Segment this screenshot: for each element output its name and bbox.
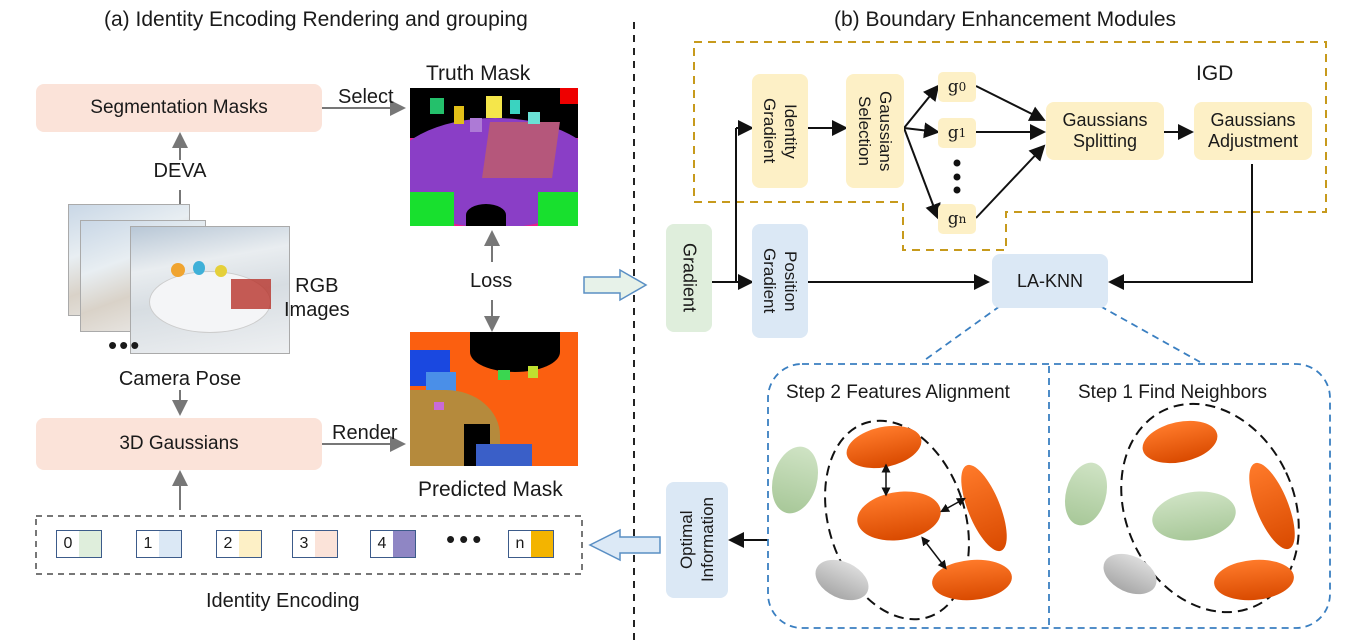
- rgb-image-stack: •••: [68, 204, 290, 360]
- left-panel-title: (a) Identity Encoding Rendering and grou…: [104, 8, 528, 31]
- encoding-cell-number: 2: [216, 530, 240, 558]
- gaussians-splitting-label: Gaussians Splitting: [1062, 110, 1148, 151]
- deva-label: DEVA: [153, 160, 207, 182]
- identity-encoding-row: 0 1 2 3 4 ••• n: [56, 524, 576, 560]
- encoding-cell-color: [239, 530, 262, 558]
- encoding-cell-color: [531, 530, 554, 558]
- 3d-gaussians-box: 3D Gaussians: [36, 418, 322, 470]
- encoding-cell-number: 1: [136, 530, 160, 558]
- position-gradient-box: Position Gradient: [752, 224, 808, 338]
- encoding-cell-color: [159, 530, 182, 558]
- la-knn-label: LA-KNN: [1016, 270, 1083, 291]
- gaussians-splitting-box: Gaussians Splitting: [1046, 102, 1164, 160]
- camera-pose-label: Camera Pose: [118, 368, 242, 390]
- gn-subscript: n: [958, 212, 967, 226]
- gradient-box: Gradient: [666, 224, 712, 332]
- optimal-information-label: Optimal Information: [677, 497, 717, 583]
- gn-label: g: [947, 209, 959, 229]
- igd-label: IGD: [1196, 62, 1234, 85]
- identity-encoding-label: Identity Encoding: [206, 590, 360, 612]
- select-label: Select: [338, 86, 394, 108]
- identity-gradient-box: Identity Gradient: [752, 74, 808, 188]
- encoding-cell-number: 0: [56, 530, 80, 558]
- encoding-cell-color: [315, 530, 338, 558]
- encoding-cell-color: [79, 530, 102, 558]
- encoding-cell: 3: [292, 530, 340, 558]
- g1-label: g: [947, 123, 959, 143]
- gaussians-selection-label: Gaussians Selection: [855, 90, 895, 172]
- encoding-cell: 1: [136, 530, 184, 558]
- truth-mask-image: [410, 88, 578, 226]
- encoding-cell: n: [508, 530, 556, 558]
- 3d-gaussians-label: 3D Gaussians: [119, 433, 239, 454]
- la-knn-box: LA-KNN: [992, 254, 1108, 308]
- step1-label: Step 1 Find Neighbors: [1078, 382, 1268, 403]
- g0-subscript: 0: [958, 80, 967, 94]
- encoding-cell-number: n: [508, 530, 532, 558]
- gaussians-adjustment-label: Gaussians Adjustment: [1207, 110, 1299, 151]
- gaussians-adjustment-box: Gaussians Adjustment: [1194, 102, 1312, 160]
- gradient-label: Gradient: [679, 243, 700, 313]
- encoding-cell-number: 3: [292, 530, 316, 558]
- encoding-cell-number: 4: [370, 530, 394, 558]
- stack-ellipsis: •••: [108, 330, 142, 360]
- encoding-cell: 2: [216, 530, 264, 558]
- segmentation-masks-box: Segmentation Masks: [36, 84, 322, 132]
- predicted-mask-image: [410, 332, 578, 466]
- gaussians-selection-box: Gaussians Selection: [846, 74, 904, 188]
- step2-label: Step 2 Features Alignment: [786, 382, 1010, 403]
- rgb-images-label: RGB Images: [284, 275, 350, 321]
- predicted-mask-label: Predicted Mask: [418, 478, 563, 501]
- render-label: Render: [332, 422, 398, 444]
- encoding-ellipsis: •••: [446, 524, 486, 554]
- g1-subscript: 1: [958, 126, 967, 140]
- optimal-information-box: Optimal Information: [666, 482, 728, 598]
- encoding-cell-color: [393, 530, 416, 558]
- segmentation-masks-label: Segmentation Masks: [90, 97, 268, 118]
- loss-label: Loss: [470, 270, 513, 292]
- right-panel-title: (b) Boundary Enhancement Modules: [834, 8, 1177, 31]
- encoding-cell: 4: [370, 530, 418, 558]
- encoding-cell: 0: [56, 530, 104, 558]
- position-gradient-label: Position Gradient: [760, 248, 800, 314]
- truth-mask-label: Truth Mask: [426, 62, 531, 85]
- g0-label: g: [947, 77, 959, 97]
- identity-gradient-label: Identity Gradient: [760, 98, 800, 164]
